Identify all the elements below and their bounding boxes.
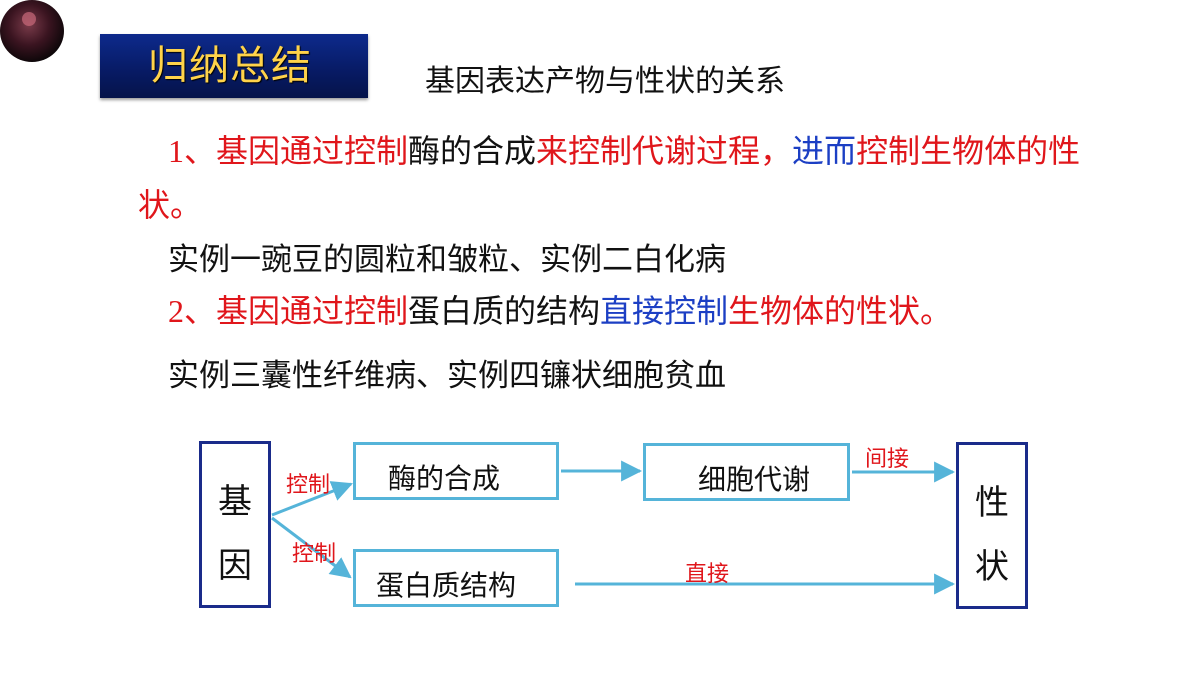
protein-structure-box: 蛋白质结构 [353,549,559,607]
enzyme-synthesis-label: 酶的合成 [388,462,501,495]
title-badge: 归纳总结 [100,34,368,98]
badge-title: 归纳总结 [148,43,312,89]
point-2-seg-a: 、基因通过控制 [184,292,409,330]
label-direct: 直接 [685,562,730,587]
arrow-gene-to-protein [271,516,352,579]
point-1-text: 1、基因通过控制酶的合成来控制代谢过程，进而控制生物体的性状。 [138,124,1138,232]
trait-char-1: 性 [975,483,1009,523]
point-2-seg-c: 直接控制 [600,292,729,330]
protein-structure-label: 蛋白质结构 [376,569,517,602]
logo-image [0,0,64,62]
point-2-seg-b: 蛋白质的结构 [408,292,601,330]
trait-char-2: 状 [975,547,1009,587]
arrow-gene-to-enzyme [271,481,353,517]
point-1-number: 1 [168,133,184,169]
label-control-2: 控制 [292,542,337,567]
cell-metabolism-label: 细胞代谢 [698,463,811,496]
point-2-seg-d: 生物体的性状。 [728,292,953,330]
point-1-seg-a: 、基因通过控制 [184,132,409,170]
point-2-number: 2 [168,293,184,329]
gene-char-2: 因 [218,546,252,586]
point-2-text: 2、基因通过控制蛋白质的结构直接控制生物体的性状。 [138,284,1138,338]
cell-metabolism-box: 细胞代谢 [643,443,850,501]
example-1-text: 实例一豌豆的圆粒和皱粒、实例二白化病 [168,242,726,278]
gene-box: 基 因 [199,441,271,608]
label-indirect: 间接 [865,447,910,472]
enzyme-synthesis-box: 酶的合成 [353,442,559,500]
slide-subtitle: 基因表达产物与性状的关系 [425,64,785,99]
trait-box: 性 状 [956,442,1028,609]
point-1-seg-e: 控制生物体的性状。 [138,132,1081,224]
gene-char-1: 基 [218,482,252,522]
label-control-1: 控制 [286,473,331,498]
point-1-seg-d: 进而 [792,132,857,170]
point-1-seg-b: 酶的合成 [408,132,537,170]
point-1-seg-c: 来控制代谢过程， [536,132,793,170]
example-2-text: 实例三囊性纤维病、实例四镰状细胞贫血 [168,358,726,394]
